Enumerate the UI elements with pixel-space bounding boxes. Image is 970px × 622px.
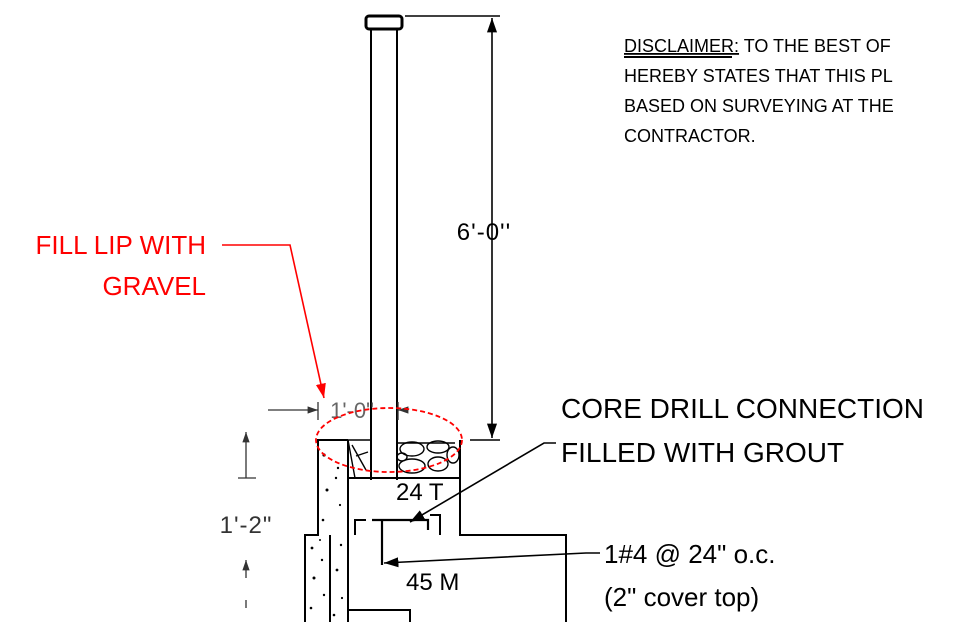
fill-lip-leader xyxy=(222,244,326,399)
rebar-label-line2: (2" cover top) xyxy=(604,582,759,612)
core-drill-label-line2: FILLED WITH GROUT xyxy=(561,437,844,468)
disclaimer-line4: CONTRACTOR. xyxy=(624,126,756,146)
t-marker-label: 24 T xyxy=(396,479,444,506)
disclaimer-line1: DISCLAIMER: TO THE BEST OF xyxy=(624,36,891,56)
core-drill-label-line1: CORE DRILL CONNECTION xyxy=(561,393,924,424)
revision-cloud xyxy=(315,407,463,473)
gravel-fill xyxy=(347,439,460,479)
rebar-leader xyxy=(383,552,600,568)
post-pipe xyxy=(364,14,404,480)
concrete-stipple xyxy=(309,453,344,617)
core-drill-leader xyxy=(409,442,556,523)
disclaimer-block: DISCLAIMER: TO THE BEST OF HEREBY STATES… xyxy=(624,36,894,146)
dim-lip-width xyxy=(268,402,409,420)
disclaimer-line1-text: TO THE BEST OF xyxy=(739,36,891,56)
disclaimer-line3: BASED ON SURVEYING AT THE xyxy=(624,96,894,116)
dim-post-height xyxy=(405,15,500,441)
wall-height-label: 1'-2" xyxy=(220,512,273,539)
rebar-label-line1: 1#4 @ 24" o.c. xyxy=(604,539,776,569)
fill-lip-label-line1: FILL LIP WITH xyxy=(36,230,207,260)
rebar xyxy=(372,518,430,565)
lip-width-label: 1'-0" xyxy=(330,398,374,423)
fill-lip-label-line2: GRAVEL xyxy=(102,271,206,301)
post-height-label: 6'-0'' xyxy=(457,219,511,246)
dim-wall-height xyxy=(238,432,256,608)
disclaimer-line2: HEREBY STATES THAT THIS PL xyxy=(624,66,893,86)
post-cap xyxy=(364,14,404,31)
m-marker-label: 45 M xyxy=(406,569,459,596)
disclaimer-label: DISCLAIMER: xyxy=(624,36,739,56)
